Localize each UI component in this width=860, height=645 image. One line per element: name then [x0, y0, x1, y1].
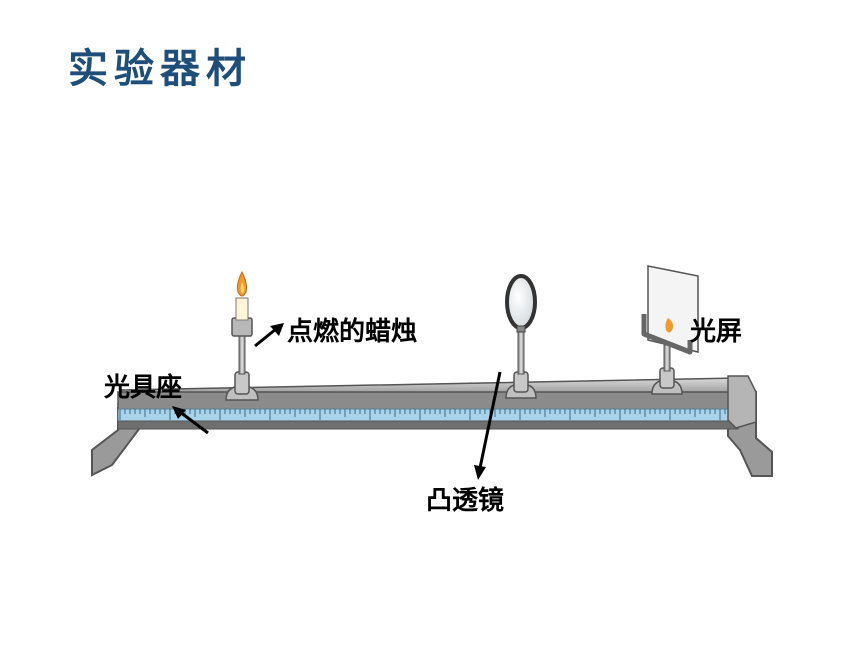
- candle-arrow: [254, 327, 277, 348]
- label-arrows: [172, 323, 502, 480]
- screen-image-icon: [665, 318, 674, 333]
- lens-arrow: [478, 371, 502, 469]
- light-screen: [647, 265, 699, 353]
- label-screen: 光屏: [690, 317, 743, 347]
- candle-body: [235, 297, 249, 321]
- candle-holder: [225, 270, 259, 401]
- label-lens: 凸透镜: [426, 486, 505, 516]
- screen-holder: [641, 265, 699, 395]
- lens-holder: [505, 274, 537, 399]
- optical-bench: [91, 375, 773, 477]
- bench-bottom-edge: [117, 420, 739, 430]
- convex-lens-icon: [505, 274, 537, 330]
- page-title: 实验器材: [68, 45, 252, 92]
- label-candle: 点燃的蜡烛: [287, 317, 418, 347]
- bench-right-end-cap: [727, 375, 757, 429]
- label-bench: 光具座: [104, 373, 183, 403]
- bench-arrow: [179, 410, 209, 435]
